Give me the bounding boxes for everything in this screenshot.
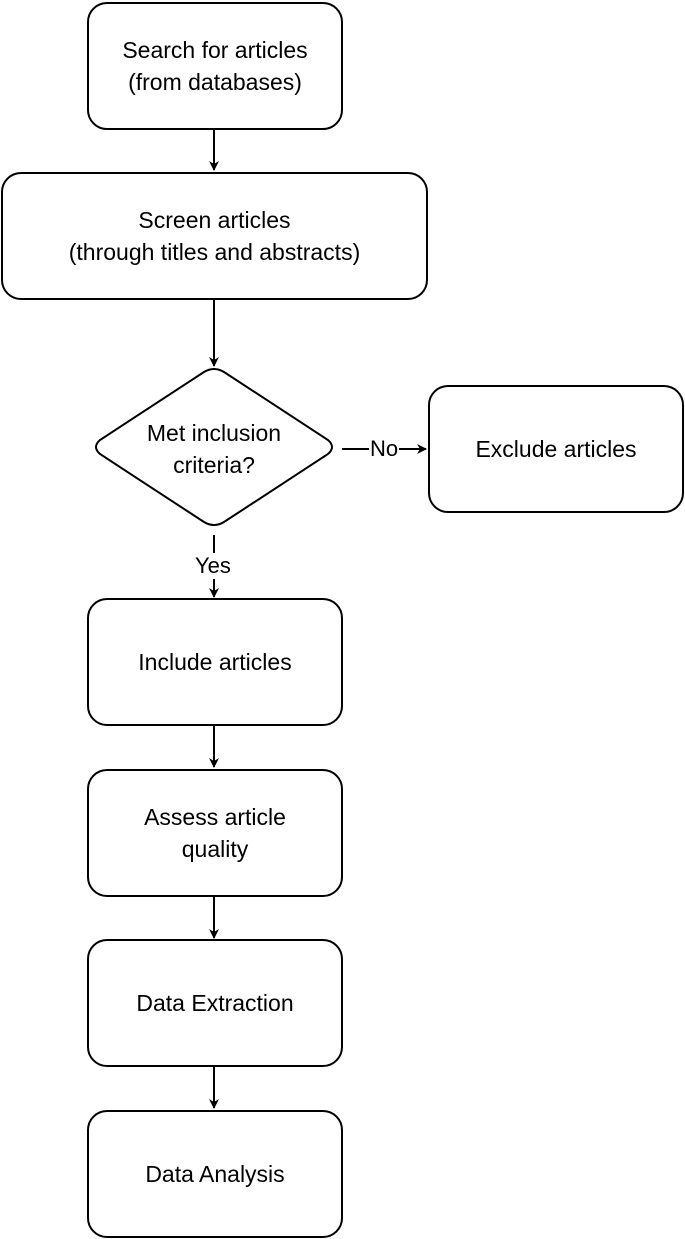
data-extraction-box: Data Extraction — [87, 939, 343, 1067]
data-extraction-label: Data Extraction — [136, 990, 294, 1016]
decision-label: Met inclusion criteria? — [114, 417, 314, 481]
include-articles-box: Include articles — [87, 598, 343, 726]
exclude-articles-box: Exclude articles — [428, 385, 684, 513]
yes-edge-label: Yes — [194, 553, 232, 579]
screen-articles-box: Screen articles (through titles and abst… — [1, 172, 428, 300]
assess-quality-line1: Assess article — [144, 804, 286, 830]
decision-line2: criteria? — [173, 452, 255, 478]
include-articles-label: Include articles — [138, 649, 292, 675]
screen-articles-line1: Screen articles — [138, 207, 291, 233]
no-edge-label: No — [369, 436, 400, 462]
search-articles-line1: Search for articles — [122, 37, 308, 63]
search-articles-line2: (from databases) — [128, 69, 302, 95]
screen-articles-line2: (through titles and abstracts) — [68, 239, 361, 265]
exclude-articles-label: Exclude articles — [475, 436, 637, 462]
data-analysis-box: Data Analysis — [87, 1110, 343, 1238]
assess-quality-box: Assess article quality — [87, 769, 343, 897]
decision-line1: Met inclusion — [146, 420, 282, 446]
data-analysis-label: Data Analysis — [145, 1161, 285, 1187]
assess-quality-line2: quality — [181, 836, 249, 862]
decision-diamond — [95, 368, 333, 526]
search-articles-box: Search for articles (from databases) — [87, 2, 343, 130]
